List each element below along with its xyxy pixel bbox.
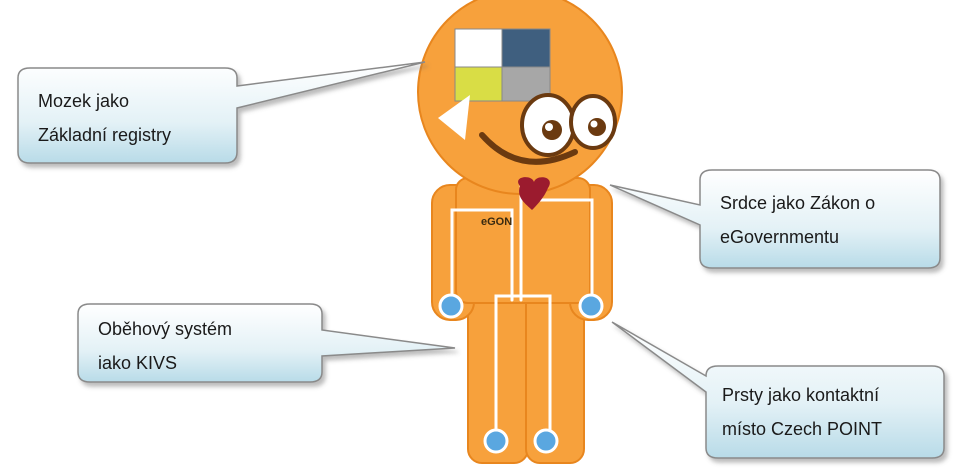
egon-mascot bbox=[418, 0, 622, 463]
left-foot-joint bbox=[485, 430, 507, 452]
left-hand-joint bbox=[440, 295, 462, 317]
right-foot-joint bbox=[535, 430, 557, 452]
callout-circulation-line2: iako KIVS bbox=[98, 346, 232, 380]
callout-fingers-text: Prsty jako kontaktní místo Czech POINT bbox=[722, 378, 882, 446]
callout-brain-text: Mozek jako Základní registry bbox=[38, 84, 171, 152]
callout-heart-line2: eGovernmentu bbox=[720, 220, 875, 254]
callout-fingers-line2: místo Czech POINT bbox=[722, 412, 882, 446]
brain-dark bbox=[502, 29, 550, 67]
callout-brain-line1: Mozek jako bbox=[38, 84, 171, 118]
callout-circulation-text: Oběhový systém iako KIVS bbox=[98, 312, 232, 380]
left-eye bbox=[522, 95, 574, 155]
right-hand-joint bbox=[580, 295, 602, 317]
brain-white bbox=[455, 29, 502, 67]
callout-fingers-line1: Prsty jako kontaktní bbox=[722, 378, 882, 412]
brain-yellow bbox=[455, 67, 502, 101]
callout-heart-line1: Srdce jako Zákon o bbox=[720, 186, 875, 220]
right-eye bbox=[571, 96, 615, 148]
brain-quadrants bbox=[455, 29, 550, 101]
callout-circulation-line1: Oběhový systém bbox=[98, 312, 232, 346]
mascot-name-label: eGON bbox=[481, 216, 512, 228]
callout-brain-line2: Základní registry bbox=[38, 118, 171, 152]
callout-heart-text: Srdce jako Zákon o eGovernmentu bbox=[720, 186, 875, 254]
